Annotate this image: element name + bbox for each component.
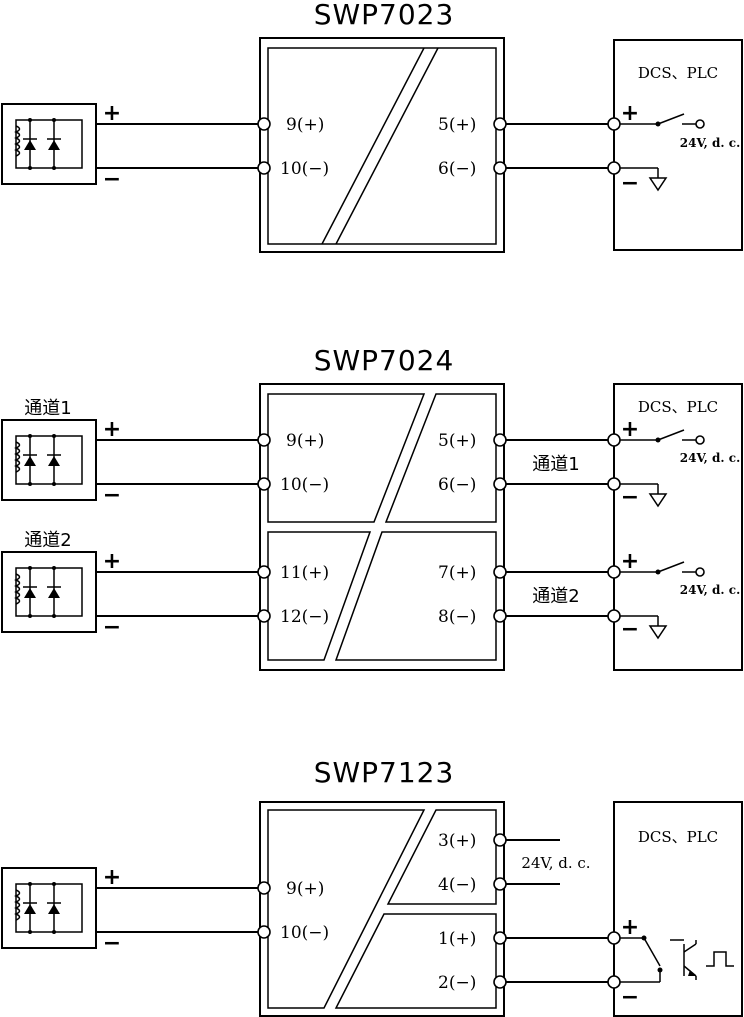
transistor-icon xyxy=(670,939,697,980)
supply-label: 24V, d. c. xyxy=(680,136,741,150)
supply-label: 24V, d. c. xyxy=(680,451,741,465)
receiver-terminal-positive xyxy=(607,117,621,131)
terminal-6 xyxy=(493,477,507,491)
terminal-6 xyxy=(493,161,507,175)
plus-sign: + xyxy=(621,915,639,940)
plus-sign: + xyxy=(103,865,121,890)
receiver-label: DCS、PLC xyxy=(638,828,718,846)
terminal-label: 2(−) xyxy=(438,973,476,993)
isolator-module xyxy=(259,801,505,1017)
diagram-swp7023: SWP7023 + − 9(+) 10(−) 5(+) 6(−) DCS、PLC… xyxy=(1,0,743,253)
terminal-label: 9(+) xyxy=(286,431,324,451)
terminal-9 xyxy=(257,881,271,895)
terminal-label: 4(−) xyxy=(438,875,476,895)
channel-label: 通道2 xyxy=(532,586,579,607)
terminal-label: 5(+) xyxy=(438,115,476,135)
terminal-label: 10(−) xyxy=(280,923,329,943)
ground-icon xyxy=(649,167,667,191)
channel-label: 通道1 xyxy=(532,454,579,475)
diagram-swp7123: SWP7123 + − 9(+) 10(−) 3(+) 4(−) 1(+) 2(… xyxy=(1,756,743,1017)
switch-icon xyxy=(654,429,705,445)
terminal-10 xyxy=(257,477,271,491)
terminal-10 xyxy=(257,161,271,175)
terminal-label: 8(−) xyxy=(438,607,476,627)
diagram-title: SWP7123 xyxy=(314,756,455,789)
ground-icon xyxy=(649,483,667,507)
terminal-label: 9(+) xyxy=(286,115,324,135)
terminal-label: 5(+) xyxy=(438,431,476,451)
terminal-12 xyxy=(257,609,271,623)
terminal-label: 10(−) xyxy=(280,159,329,179)
diagram-title: SWP7023 xyxy=(314,0,455,31)
channel-label: 通道1 xyxy=(24,398,71,419)
terminal-2 xyxy=(493,975,507,989)
switch-icon xyxy=(620,935,663,983)
terminal-label: 12(−) xyxy=(280,607,329,627)
terminal-5 xyxy=(493,117,507,131)
terminal-3 xyxy=(493,833,507,847)
proximity-sensor-icon xyxy=(1,103,97,185)
proximity-sensor-icon xyxy=(1,419,97,501)
terminal-label: 1(+) xyxy=(438,929,476,949)
receiver-label: DCS、PLC xyxy=(638,398,718,416)
minus-sign: − xyxy=(621,485,639,510)
terminal-label: 6(−) xyxy=(438,475,476,495)
plus-sign: + xyxy=(621,549,639,574)
switch-icon xyxy=(654,561,705,577)
terminal-label: 9(+) xyxy=(286,879,324,899)
terminal-4 xyxy=(493,877,507,891)
terminal-label: 3(+) xyxy=(438,831,476,851)
minus-sign: − xyxy=(621,171,639,196)
receiver-terminal-negative xyxy=(607,161,621,175)
isolator-module xyxy=(259,383,505,671)
terminal-9 xyxy=(257,117,271,131)
minus-sign: − xyxy=(103,483,121,508)
minus-sign: − xyxy=(621,617,639,642)
channel-label: 通道2 xyxy=(24,530,71,551)
minus-sign: − xyxy=(103,615,121,640)
plus-sign: + xyxy=(621,101,639,126)
terminal-label: 10(−) xyxy=(280,475,329,495)
supply-label: 24V, d. c. xyxy=(680,583,741,597)
receiver-box: DCS、PLC xyxy=(613,801,743,1017)
plus-sign: + xyxy=(103,549,121,574)
proximity-sensor-icon xyxy=(1,867,97,949)
isolator-module xyxy=(259,37,505,253)
plus-sign: + xyxy=(103,101,121,126)
terminal-11 xyxy=(257,565,271,579)
switch-icon xyxy=(654,113,705,129)
plus-sign: + xyxy=(103,417,121,442)
pulse-icon xyxy=(706,951,734,967)
terminal-label: 11(+) xyxy=(280,563,329,583)
receiver-box: DCS、PLC xyxy=(613,383,743,671)
diagram-title: SWP7024 xyxy=(314,344,455,377)
minus-sign: − xyxy=(621,985,639,1010)
terminal-9 xyxy=(257,433,271,447)
terminal-7 xyxy=(493,565,507,579)
diagram-swp7024: SWP7024 通道1 + − 通道2 + − xyxy=(1,344,743,671)
ground-icon xyxy=(649,615,667,639)
terminal-10 xyxy=(257,925,271,939)
terminal-label: 6(−) xyxy=(438,159,476,179)
proximity-sensor-icon xyxy=(1,551,97,633)
receiver-label: DCS、PLC xyxy=(638,64,718,82)
terminal-5 xyxy=(493,433,507,447)
terminal-8 xyxy=(493,609,507,623)
terminal-1 xyxy=(493,931,507,945)
terminal-label: 7(+) xyxy=(438,563,476,583)
minus-sign: − xyxy=(103,167,121,192)
receiver-box: DCS、PLC xyxy=(613,39,743,251)
power-supply-label: 24V, d. c. xyxy=(521,854,590,872)
plus-sign: + xyxy=(621,417,639,442)
minus-sign: − xyxy=(103,931,121,956)
